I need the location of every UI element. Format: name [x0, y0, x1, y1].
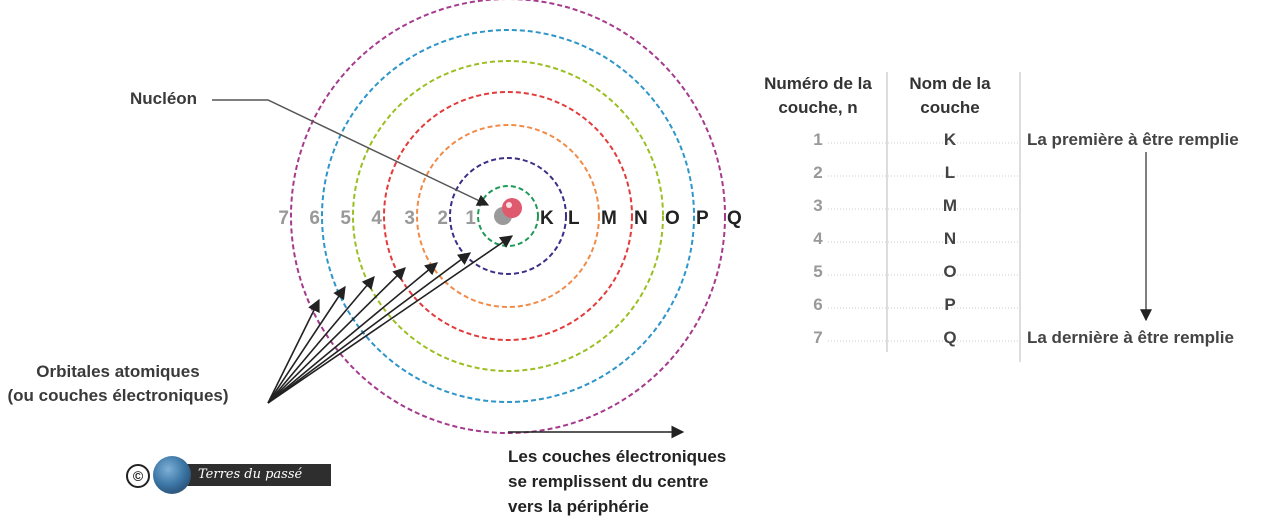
globe-icon: [153, 456, 191, 494]
nucleon-label: Nucléon: [130, 89, 198, 108]
table-header-number-line2: couche, n: [778, 98, 858, 117]
shell-rings: [290, 0, 726, 434]
orbitals-label: Orbitales atomiques (ou couches électron…: [0, 360, 236, 408]
shell-number-7: 7: [278, 208, 289, 229]
pointer-shell-5: [267, 276, 375, 404]
nucleon-pointer: [212, 99, 490, 206]
table-row-number: 3: [813, 196, 823, 215]
table-row-number: 4: [813, 229, 823, 248]
logo-text: Terres du passé: [184, 464, 331, 486]
table-header-name-line1: Nom de la: [909, 74, 991, 93]
table-row-name: P: [944, 295, 956, 314]
table-row-name: O: [943, 262, 957, 281]
orbital-pointers: [267, 235, 514, 404]
shell-number-5: 5: [340, 208, 351, 229]
table-header-name: Nom de la couche: [890, 72, 1010, 120]
table-row-number: 2: [813, 163, 823, 182]
table-header-number-line1: Numéro de la: [764, 74, 872, 93]
shell-letter-o: O: [665, 208, 680, 229]
pointer-shell-7: [267, 298, 320, 404]
nucleus: [494, 198, 522, 225]
table-row-name: M: [942, 196, 958, 215]
pointer-shell-1: [267, 235, 514, 404]
table-row-number: 6: [813, 295, 823, 314]
table-row-number: 7: [813, 328, 823, 347]
table-header-name-line2: couche: [920, 98, 980, 117]
direction-caption-line2: se remplissent du centre: [508, 472, 709, 491]
table-row-name: L: [944, 163, 956, 182]
shell-letter-p: P: [696, 208, 709, 229]
shell-ring-o: [352, 60, 664, 372]
shell-number-2: 2: [437, 208, 448, 229]
last-filled-note: La dernière à être remplie: [1027, 328, 1234, 347]
first-filled-note: La première à être remplie: [1027, 130, 1239, 149]
table-row-name: K: [943, 130, 957, 149]
direction-caption-line1: Les couches électroniques: [508, 447, 727, 466]
table-row-name: N: [943, 229, 957, 248]
shell-ring-k: [477, 185, 539, 247]
shell-ring-n: [383, 91, 633, 341]
table-row-number: 1: [813, 130, 823, 149]
shell-number-3: 3: [404, 208, 415, 229]
shell-letter-n: N: [634, 208, 648, 229]
shell-ring-l: [449, 157, 567, 275]
shell-number-4: 4: [371, 208, 382, 229]
shell-ring-m: [416, 124, 600, 308]
terres-du-passe-logo: © Terres du passé: [126, 456, 331, 494]
table-header-number: Numéro de la couche, n: [748, 72, 888, 120]
nucleon-highlight: [506, 202, 512, 208]
table-row-name: Q: [943, 328, 957, 347]
table-row-number: 5: [813, 262, 823, 281]
shell-ring-q: [290, 0, 726, 434]
nucleon-red: [502, 198, 522, 218]
pointer-shell-3: [267, 262, 438, 404]
orbitals-label-line1: Orbitales atomiques: [36, 362, 200, 381]
direction-caption: Les couches électroniques se remplissent…: [508, 444, 726, 519]
direction-caption-line3: vers la périphérie: [508, 497, 649, 516]
shell-number-1: 1: [465, 208, 476, 229]
table-grid: [886, 72, 1021, 362]
shell-letter-l: L: [568, 208, 580, 229]
shell-letter-q: Q: [727, 208, 742, 229]
pointer-shell-4: [267, 267, 406, 404]
orbitals-label-line2: (ou couches électroniques): [7, 386, 229, 405]
shell-letter-k: K: [540, 208, 554, 229]
copyright-icon: ©: [126, 464, 150, 488]
shell-number-6: 6: [309, 208, 320, 229]
shell-letter-m: M: [601, 208, 617, 229]
shell-ring-p: [321, 29, 695, 403]
table-row-leaders: [828, 142, 1020, 342]
pointer-shell-6: [267, 285, 346, 404]
shell-labels: 1 K 2 L 3 M 4 N 5 O 6 P 7 Q: [278, 208, 741, 229]
pointer-shell-2: [267, 252, 472, 404]
